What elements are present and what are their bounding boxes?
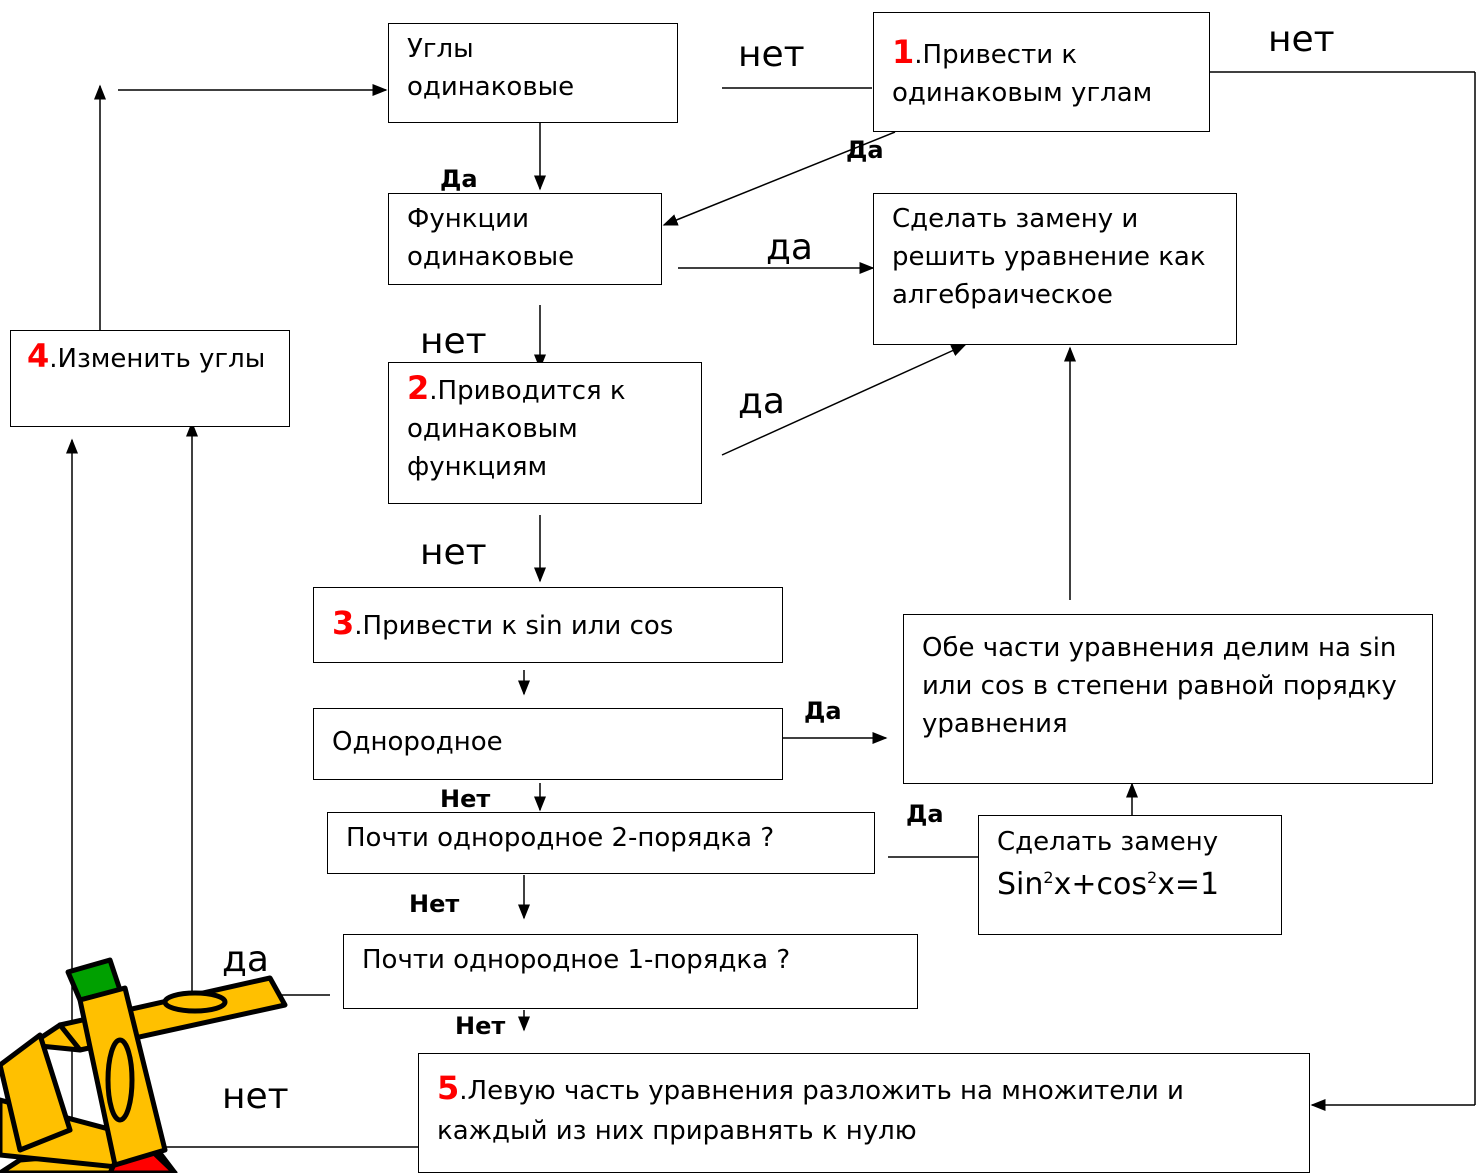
- formula-part: x+cos: [1053, 867, 1147, 902]
- box-almost-homogeneous-2: Почти однородное 2-порядка ?: [327, 812, 875, 874]
- label-no: нет: [420, 321, 487, 362]
- label-yes: Да: [846, 136, 884, 164]
- label-no: Нет: [409, 890, 460, 918]
- label-yes: да: [766, 227, 813, 268]
- step-number: 4: [27, 337, 50, 375]
- label-yes: Да: [440, 165, 478, 193]
- box-substitute-solve: Сделать замену и решить уравнение как ал…: [873, 193, 1237, 345]
- box-homogeneous: Однородное: [313, 708, 783, 780]
- box-text: Функции одинаковые: [407, 204, 575, 272]
- box-text: .Изменить углы: [49, 344, 266, 374]
- box-functions-same: Функции одинаковые: [388, 193, 662, 285]
- box-change-angles: 4.Изменить углы: [10, 330, 290, 427]
- box-text: Однородное: [332, 727, 503, 757]
- pencils-clipart: [0, 957, 288, 1173]
- step-number: 3: [332, 604, 355, 642]
- label-no: нет: [738, 34, 805, 75]
- label-yes: Да: [906, 800, 944, 828]
- box-angles-same: Углы одинаковые: [388, 23, 678, 123]
- label-no: нет: [420, 532, 487, 573]
- formula-part: x=1: [1157, 867, 1220, 902]
- box-almost-homogeneous-1: Почти однородное 1-порядка ?: [343, 934, 918, 1009]
- box-text: Сделать замену: [997, 827, 1219, 857]
- box-reducible: 2.Приводится к одинаковым функциям: [388, 362, 702, 504]
- label-yes: да: [222, 939, 269, 980]
- box-reduce-angles: 1.Привести к одинаковым углам: [873, 12, 1210, 132]
- box-text: .Приводится к одинаковым функциям: [407, 376, 626, 482]
- box-text: Обе части уравнения делим на sin или cos…: [922, 633, 1397, 739]
- box-text: .Привести к одинаковым углам: [892, 40, 1153, 108]
- box-to-sin-cos: 3.Привести к sin или cos: [313, 587, 783, 663]
- box-replace-identity: Сделать замену Sin2x+cos2x=1: [978, 815, 1282, 935]
- label-no: нет: [1268, 19, 1335, 60]
- label-no: Нет: [455, 1012, 506, 1040]
- step-number: 1: [892, 33, 915, 71]
- step-number: 2: [407, 369, 430, 407]
- box-text: Почти однородное 2-порядка ?: [346, 823, 775, 853]
- box-factorize: 5.Левую часть уравнения разложить на мно…: [418, 1053, 1310, 1173]
- box-text: .Левую часть уравнения разложить на множ…: [437, 1076, 1184, 1146]
- box-text: Сделать замену и решить уравнение как ал…: [892, 204, 1206, 310]
- label-yes: да: [738, 381, 785, 422]
- box-text: Углы одинаковые: [407, 34, 575, 102]
- box-text: Почти однородное 1-порядка ?: [362, 945, 791, 975]
- box-text: .Привести к sin или cos: [354, 611, 674, 641]
- label-no: Нет: [440, 785, 491, 813]
- label-no: нет: [222, 1076, 289, 1117]
- step-number: 5: [437, 1069, 460, 1107]
- box-divide: Обе части уравнения делим на sin или cos…: [903, 614, 1433, 784]
- formula-part: Sin: [997, 867, 1044, 902]
- formula-exponent: 2: [1146, 868, 1158, 887]
- label-yes: Да: [804, 697, 842, 725]
- formula-exponent: 2: [1043, 868, 1054, 887]
- identity-formula: Sin2x+cos2x=1: [997, 867, 1219, 902]
